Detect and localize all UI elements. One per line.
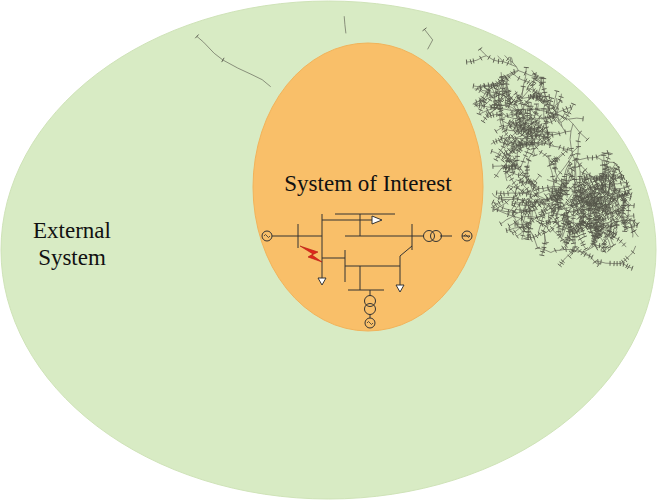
region-label: External System [10,217,134,271]
region-label: System of Interest [258,170,478,197]
fault-symbol [300,246,322,262]
region-circle: System of Interest [252,42,484,332]
